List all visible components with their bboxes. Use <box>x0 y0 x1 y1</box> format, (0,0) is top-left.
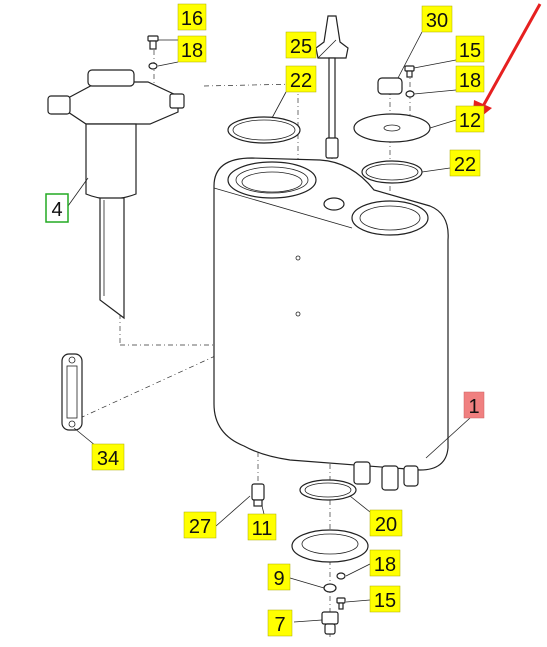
gasket-22b <box>361 160 423 184</box>
callout-15a: 15 <box>455 35 485 63</box>
sight-glass <box>61 353 83 431</box>
callout-22b: 22 <box>449 149 481 177</box>
callout-16: 16 <box>177 3 207 31</box>
callout-20: 20 <box>369 509 403 537</box>
callout-9: 9 <box>267 563 291 591</box>
callout-18a-text: 18 <box>181 40 203 62</box>
callout-7: 7 <box>267 609 293 637</box>
callout-11: 11 <box>247 513 277 541</box>
tank-body <box>213 157 449 491</box>
callout-7-text: 7 <box>274 614 285 636</box>
leader-lines <box>67 31 471 623</box>
callout-9-text: 9 <box>273 568 284 590</box>
callout-11-text: 11 <box>252 518 273 540</box>
filler-cap <box>377 77 403 95</box>
callout-20-text: 20 <box>375 514 397 536</box>
callout-22a-text: 22 <box>290 70 312 92</box>
screw-15b <box>336 597 346 610</box>
drain-plug <box>321 611 339 635</box>
gasket-22a <box>227 116 301 144</box>
callout-4: 4 <box>45 193 69 223</box>
callout-18c-text: 18 <box>374 554 396 576</box>
level-sensor <box>315 15 349 159</box>
bottom-plate <box>291 529 369 563</box>
callout-25: 25 <box>285 31 317 59</box>
callout-18b-text: 18 <box>459 70 481 92</box>
screw-16 <box>147 35 159 50</box>
callout-18c: 18 <box>369 549 401 577</box>
washer-18a <box>148 62 158 70</box>
callout-15b-text: 15 <box>374 590 396 612</box>
callout-1-text: 1 <box>468 396 479 418</box>
callout-15b: 15 <box>369 585 401 613</box>
callout-34: 34 <box>91 443 125 471</box>
cover-plate <box>353 113 431 143</box>
callout-30: 30 <box>421 5 453 33</box>
callout-16-text: 16 <box>181 8 203 30</box>
callout-25-text: 25 <box>290 36 312 58</box>
callout-12-text: 12 <box>459 110 481 132</box>
callout-27-text: 27 <box>189 516 211 538</box>
callout-34-text: 34 <box>97 448 119 470</box>
callout-18a: 18 <box>177 35 207 63</box>
breather <box>251 483 265 507</box>
callout-22a: 22 <box>285 65 317 93</box>
filter-assembly <box>47 69 185 320</box>
callout-1: 1 <box>463 391 485 419</box>
o-ring-9 <box>323 583 337 593</box>
callout-22b-text: 22 <box>454 154 476 176</box>
washer-18b <box>405 90 415 98</box>
callout-30-text: 30 <box>426 10 448 32</box>
callout-12: 12 <box>455 105 485 133</box>
screw-15a <box>404 65 415 78</box>
gasket-20 <box>299 479 357 501</box>
callout-27: 27 <box>183 511 217 539</box>
callout-18b: 18 <box>455 65 485 93</box>
callout-15a-text: 15 <box>459 40 481 62</box>
callout-4-text: 4 <box>51 199 62 221</box>
washer-18c <box>336 572 346 580</box>
